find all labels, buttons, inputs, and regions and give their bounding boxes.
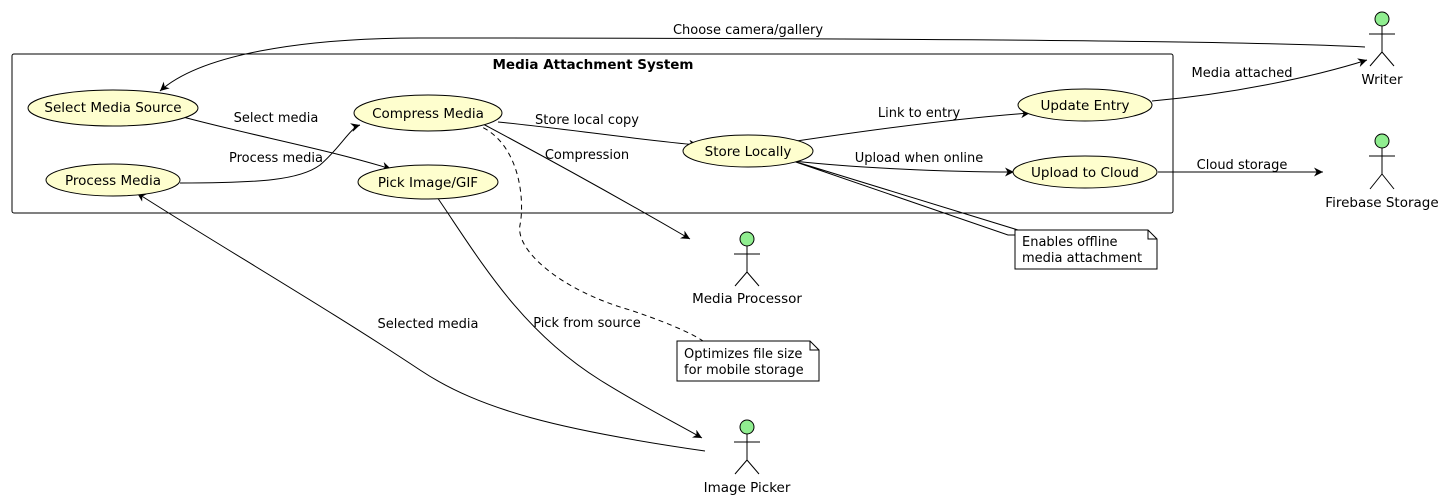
label-selected-media: Selected media — [378, 317, 479, 332]
label-choose-camera-gallery: Choose camera/gallery — [673, 23, 823, 38]
label-compression: Compression — [545, 148, 629, 163]
label-cloud-storage: Cloud storage — [1197, 158, 1288, 173]
edge-pick-from-source — [436, 196, 703, 439]
edge-selected-media — [136, 192, 706, 452]
use-case-select-media-source[interactable] — [27, 89, 199, 127]
actor-label-firebase-storage: Firebase Storage — [1325, 195, 1438, 211]
label-link-to-entry: Link to entry — [878, 106, 961, 121]
actor-label-writer: Writer — [1361, 72, 1403, 88]
actor-head-icon — [739, 231, 755, 247]
label-pick-from-source: Pick from source — [533, 316, 641, 331]
use-case-label: Select Media Source — [44, 100, 181, 116]
use-case-label: Store Locally — [705, 144, 792, 160]
actor-head-icon — [1374, 11, 1390, 27]
note-offline-connector — [789, 159, 1019, 236]
edge-process-media — [179, 123, 361, 184]
note-compression-connector — [474, 123, 704, 342]
actor-image-picker[interactable] — [734, 419, 760, 475]
edge-select-media — [182, 116, 392, 171]
note-line: Enables offline — [1022, 235, 1118, 250]
edge-upload-when-online — [784, 159, 1015, 177]
use-case-update-entry[interactable] — [1017, 88, 1153, 122]
edge-compression — [482, 123, 691, 240]
use-case-compress-media[interactable] — [353, 94, 503, 132]
edge-link-to-entry — [789, 109, 1031, 143]
use-case-store-locally[interactable] — [682, 134, 814, 168]
edge-choose-camera-gallery — [159, 37, 1366, 92]
use-case-label: Process Media — [65, 173, 161, 189]
actor-firebase-storage[interactable] — [1369, 133, 1395, 190]
edge-store-local-copy — [497, 121, 699, 149]
use-case-label: Upload to Cloud — [1031, 165, 1139, 181]
label-process-media: Process media — [229, 151, 323, 166]
label-upload-when-online: Upload when online — [855, 151, 984, 166]
label-store-local-copy: Store local copy — [535, 113, 639, 128]
actor-head-icon — [1374, 133, 1390, 149]
system-title: Media Attachment System — [493, 57, 694, 73]
actor-label-image-picker: Image Picker — [704, 480, 791, 496]
actor-label-media-processor: Media Processor — [692, 291, 802, 307]
label-select-media: Select media — [234, 111, 319, 126]
use-case-upload-to-cloud[interactable] — [1012, 155, 1158, 189]
use-case-label: Update Entry — [1040, 98, 1129, 114]
edge-media-attached — [1151, 58, 1368, 102]
system-boundary: Media Attachment System — [11, 53, 1174, 214]
actor-media-processor[interactable] — [734, 231, 760, 287]
note-line: Optimizes file size — [684, 347, 802, 362]
note-compression: Optimizes file size for mobile storage — [676, 340, 820, 382]
note-line: media attachment — [1022, 251, 1142, 266]
use-case-pick-image-gif[interactable] — [357, 164, 499, 200]
use-case-label: Compress Media — [372, 106, 484, 122]
use-case-process-media[interactable] — [45, 163, 181, 197]
actor-head-icon — [739, 419, 755, 435]
use-case-label: Pick Image/GIF — [378, 175, 478, 191]
note-line: for mobile storage — [684, 363, 804, 378]
actor-writer[interactable] — [1369, 11, 1395, 67]
label-media-attached: Media attached — [1192, 66, 1293, 81]
note-offline: Enables offline media attachment — [1014, 229, 1158, 270]
